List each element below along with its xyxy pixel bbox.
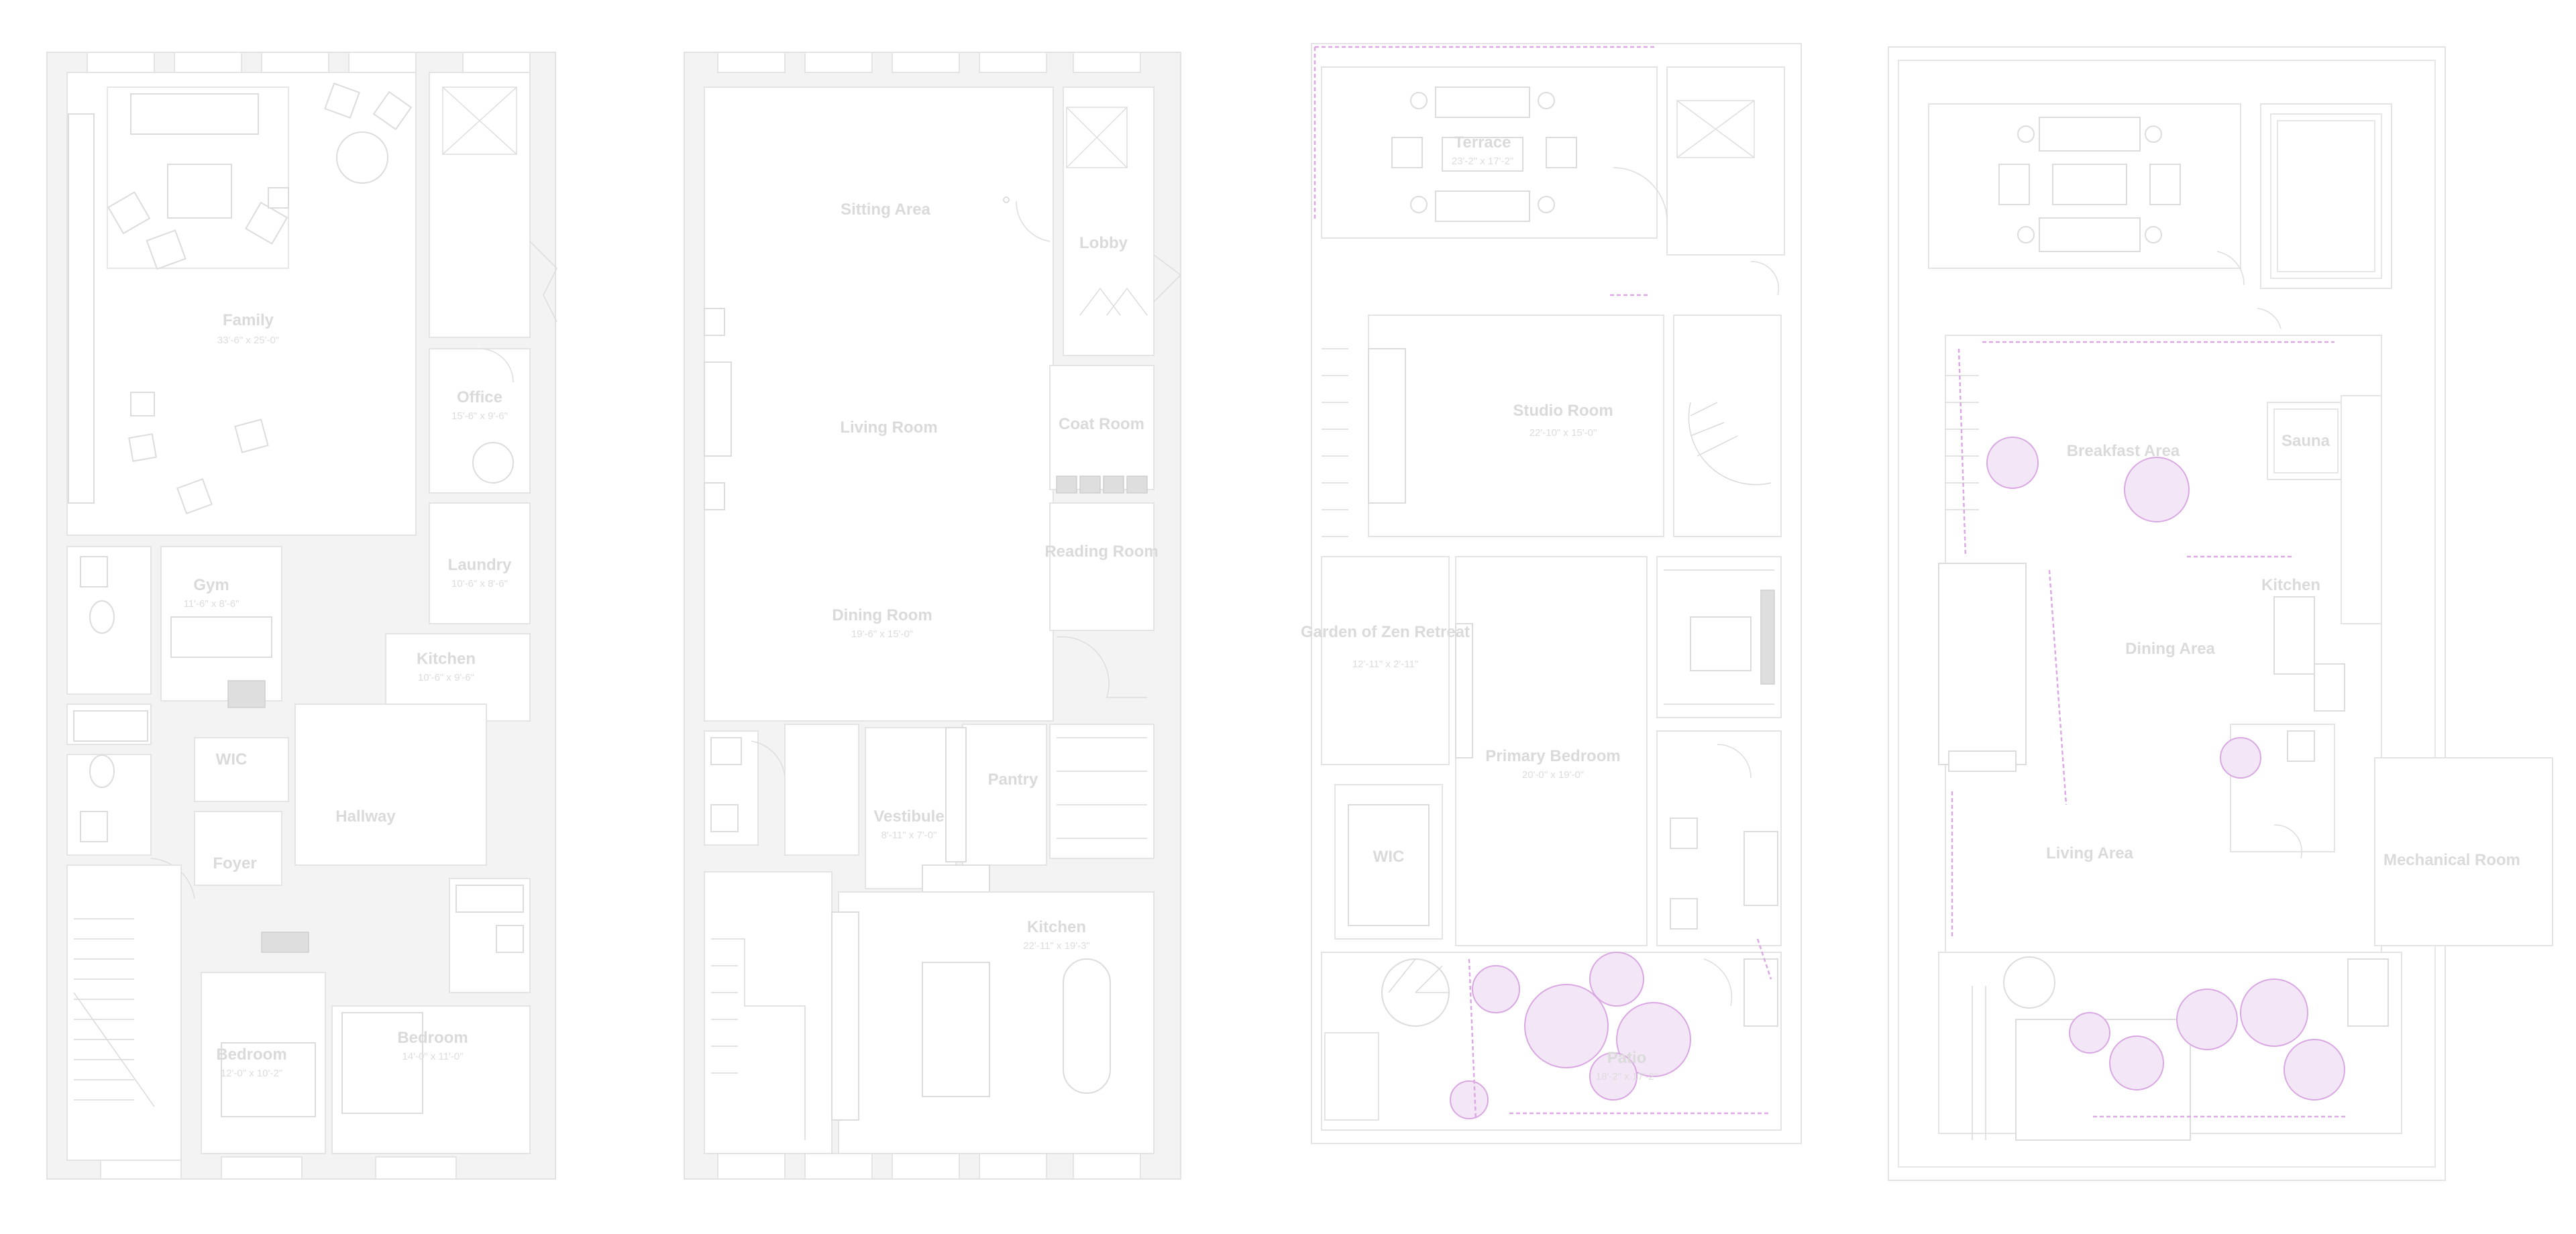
label-family: Family bbox=[223, 311, 274, 329]
dim-garden: 12'-11" x 2'-11" bbox=[1352, 659, 1418, 670]
label-dining: Dining Room bbox=[832, 606, 932, 624]
label-dining-roof: Dining Area bbox=[2125, 640, 2215, 658]
wic-lower bbox=[194, 737, 289, 802]
dim-dining: 19'-6" x 15'-0" bbox=[851, 628, 913, 640]
dim-kitchen-lower: 10'-6" x 9'-6" bbox=[418, 672, 474, 683]
label-lobby: Lobby bbox=[1079, 234, 1128, 252]
primary-bedroom bbox=[1455, 556, 1648, 946]
mechanical-room bbox=[2374, 757, 2553, 946]
label-vestibule: Vestibule bbox=[873, 807, 944, 826]
label-living: Living Room bbox=[840, 418, 937, 437]
floor-plan-parlor-level bbox=[684, 52, 1182, 1180]
dim-bedroom-b: 14'-0" x 11'-0" bbox=[402, 1051, 463, 1062]
label-patio: Patio bbox=[1607, 1049, 1647, 1067]
label-garden: Garden of Zen Retreat bbox=[1301, 623, 1470, 641]
planting-beds bbox=[1450, 952, 1691, 1119]
label-terrace: Terrace bbox=[1454, 133, 1511, 152]
dim-studio: 22'-10" x 15'-0" bbox=[1529, 427, 1597, 439]
dim-terrace: 23'-2" x 17'-2" bbox=[1452, 156, 1513, 167]
coat-room bbox=[1049, 365, 1155, 490]
reading-room bbox=[1049, 502, 1155, 631]
floor-plan-upper-level bbox=[1311, 43, 1802, 1144]
roof-planting bbox=[1986, 437, 2345, 1101]
label-mechanical: Mechanical Room bbox=[2383, 851, 2520, 869]
label-office: Office bbox=[457, 388, 502, 406]
dim-bedroom-a: 12'-0" x 10'-2" bbox=[221, 1068, 282, 1079]
hallway bbox=[294, 704, 487, 866]
label-breakfast: Breakfast Area bbox=[2067, 442, 2180, 460]
living-dining-room bbox=[704, 87, 1054, 722]
dim-family: 33'-6" x 25'-0" bbox=[217, 335, 279, 346]
dim-kitchen-parlor: 22'-11" x 19'-3" bbox=[1023, 940, 1090, 952]
studio-room bbox=[1368, 315, 1664, 537]
label-bedroom-a: Bedroom bbox=[216, 1046, 286, 1064]
dim-gym: 11'-6" x 8'-6" bbox=[184, 598, 239, 610]
floor-plan-lower-level bbox=[46, 52, 557, 1180]
pantry bbox=[962, 724, 1047, 866]
label-studio: Studio Room bbox=[1513, 402, 1613, 420]
dim-laundry: 10'-6" x 8'-6" bbox=[451, 578, 508, 590]
dim-vestibule: 8'-11" x 7'-0" bbox=[881, 830, 937, 841]
dim-patio: 18'-2" x 17'-2" bbox=[1596, 1071, 1658, 1082]
sofa bbox=[130, 93, 259, 135]
garden-room bbox=[1321, 556, 1450, 765]
room-labels: Family 33'-6" x 25'-0" Office 15'-6" x 9… bbox=[184, 133, 2520, 1082]
dim-primary: 20'-0" x 19'-0" bbox=[1522, 769, 1584, 781]
vestibule bbox=[865, 727, 957, 889]
label-wic-lower: WIC bbox=[216, 750, 248, 769]
label-kitchen-roof: Kitchen bbox=[2261, 576, 2320, 594]
sauna bbox=[2267, 402, 2345, 480]
label-bedroom-b: Bedroom bbox=[397, 1029, 468, 1047]
lobby bbox=[1063, 87, 1155, 356]
label-gym: Gym bbox=[193, 576, 229, 594]
label-wic-upper: WIC bbox=[1373, 848, 1405, 866]
label-kitchen-lower: Kitchen bbox=[417, 650, 476, 668]
dim-office: 15'-6" x 9'-6" bbox=[451, 410, 508, 422]
label-pantry: Pantry bbox=[988, 771, 1038, 789]
foyer bbox=[194, 811, 282, 886]
label-reading: Reading Room bbox=[1044, 543, 1158, 561]
label-coat: Coat Room bbox=[1059, 415, 1144, 433]
label-kitchen-parlor: Kitchen bbox=[1027, 918, 1086, 936]
label-living-roof: Living Area bbox=[2046, 844, 2133, 862]
laundry bbox=[429, 502, 531, 624]
label-foyer: Foyer bbox=[213, 854, 256, 873]
label-laundry: Laundry bbox=[448, 556, 512, 574]
floor-plan-roof-level bbox=[1888, 46, 2553, 1181]
label-hallway: Hallway bbox=[335, 807, 396, 826]
label-primary: Primary Bedroom bbox=[1485, 747, 1620, 765]
label-sitting: Sitting Area bbox=[841, 201, 930, 219]
label-sauna: Sauna bbox=[2282, 432, 2330, 450]
